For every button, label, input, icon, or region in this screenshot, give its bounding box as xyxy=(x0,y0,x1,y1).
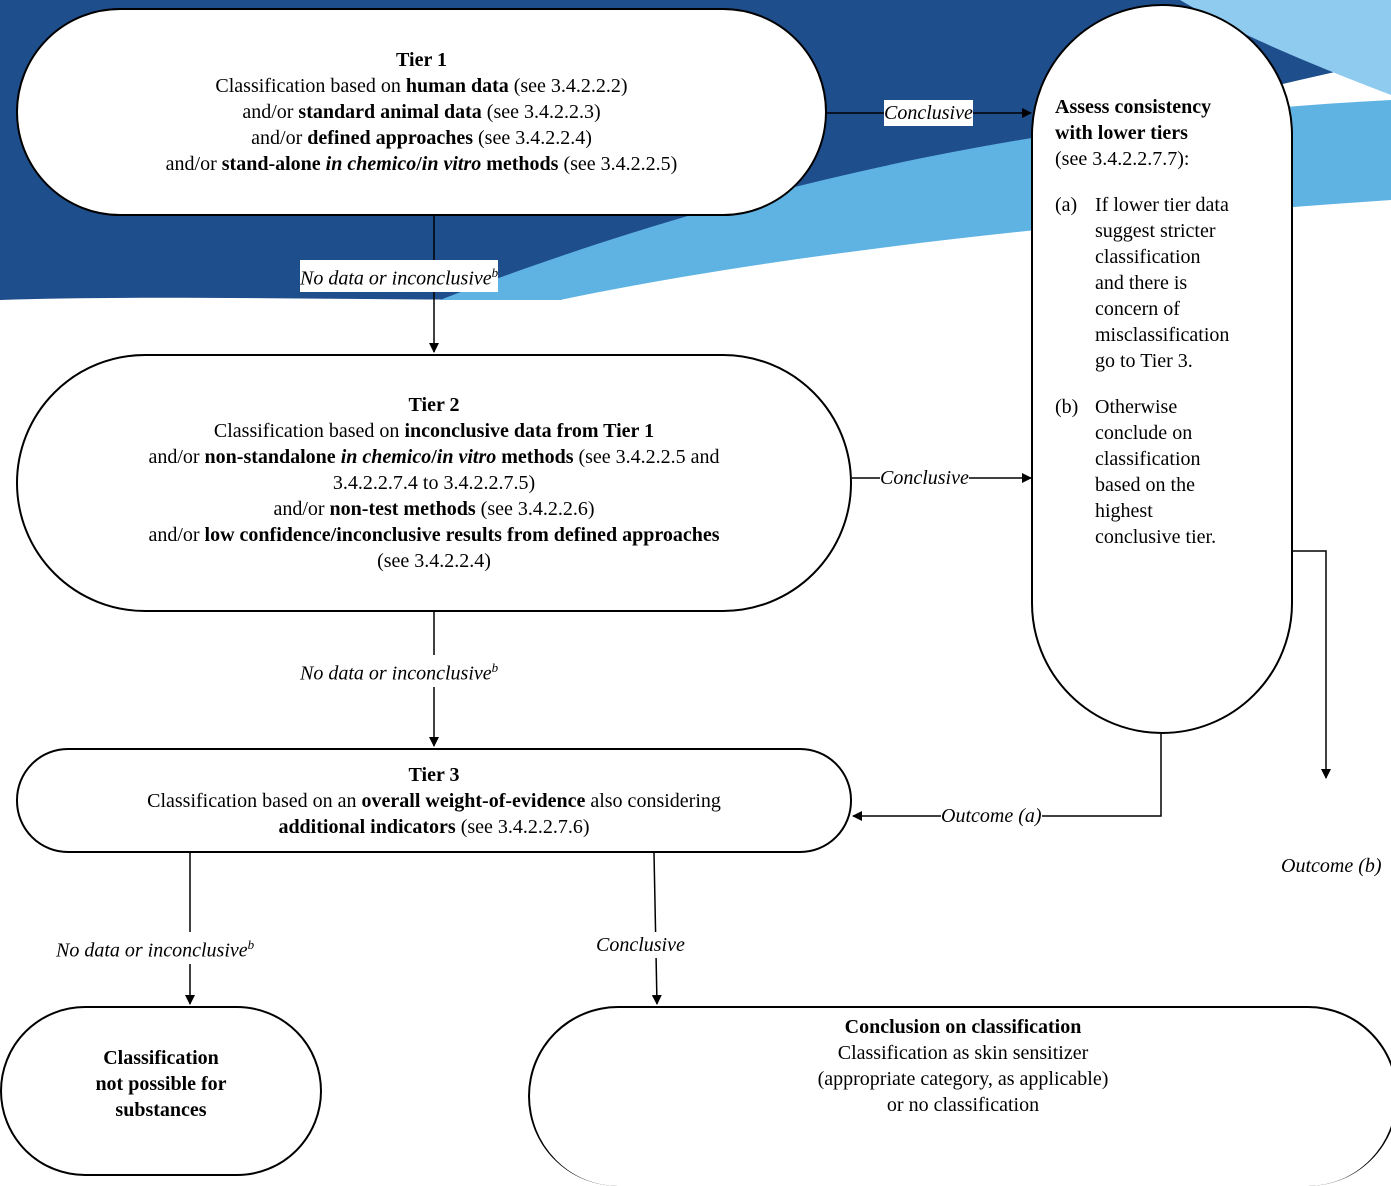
tier2-line2: and/or non-standalone in chemico/in vitr… xyxy=(148,446,720,468)
assess-b-line: Otherwise xyxy=(1095,396,1178,418)
tier3-line2: additional indicators (see 3.4.2.2.7.6) xyxy=(278,815,590,838)
not-possible-line: not possible for xyxy=(95,1073,227,1095)
assess-b-line: classification xyxy=(1095,448,1201,470)
assess-a-line: and there is xyxy=(1095,272,1188,294)
tier1-line3: and/or defined approaches (see 3.4.2.2.4… xyxy=(251,127,592,149)
tier1-line4: and/or stand-alone in chemico/in vitro m… xyxy=(165,153,678,175)
label-nodata-tier3: No data or inconclusiveb xyxy=(56,932,255,964)
tier2-line4: and/or non-test methods (see 3.4.2.2.6) xyxy=(273,498,595,520)
assess-a-line: go to Tier 3. xyxy=(1095,350,1193,372)
tier1-line1: Classification based on human data (see … xyxy=(215,75,628,97)
tier3-line1: Classification based on an overall weigh… xyxy=(147,789,721,812)
tier2-line5: and/or low confidence/inconclusive resul… xyxy=(148,524,720,546)
tier2-line6: (see 3.4.2.2.4) xyxy=(377,550,491,572)
conclusion-line: or no classification xyxy=(886,1094,1040,1116)
assess-b-line: conclusive tier. xyxy=(1095,526,1217,548)
assess-b-line: conclude on xyxy=(1095,422,1193,444)
assess-item-b-tag: (b) xyxy=(1055,396,1079,418)
tier2-line1: Classification based on inconclusive dat… xyxy=(213,420,655,442)
assess-a-line: classification xyxy=(1095,246,1201,268)
conclusion-title: Conclusion on classification xyxy=(844,1016,1082,1038)
tier2-line3: 3.4.2.2.7.4 to 3.4.2.2.7.5) xyxy=(332,472,536,494)
tier3-node: Tier 3 Classification based on an overal… xyxy=(16,748,852,853)
label-conclusive-tier1: Conclusive xyxy=(884,100,973,126)
assess-a-line: misclassification xyxy=(1095,324,1230,346)
arrow-outcome-b xyxy=(1293,550,1331,779)
assess-title-2: with lower tiers xyxy=(1055,122,1188,144)
assess-title-1: Assess consistency xyxy=(1055,96,1212,118)
assess-consistency-node: Assess consistency with lower tiers (see… xyxy=(1031,4,1293,734)
label-conclusive-tier3: Conclusive xyxy=(596,932,685,958)
conclusion-line: (appropriate category, as applicable) xyxy=(817,1068,1109,1090)
label-nodata-tier2: No data or inconclusiveb xyxy=(300,655,499,687)
assess-a-line: If lower tier data xyxy=(1095,194,1229,216)
assess-item-a: (a) If lower tier data suggest stricter … xyxy=(1055,192,1229,374)
tier1-title: Tier 1 xyxy=(396,49,447,71)
assess-b-line: based on the xyxy=(1095,474,1195,496)
assess-ref: (see 3.4.2.2.7.7): xyxy=(1055,148,1190,170)
assess-a-line: suggest stricter xyxy=(1095,220,1216,242)
assess-item-a-tag: (a) xyxy=(1055,194,1078,216)
conclusion-text: Conclusion on classification Classificat… xyxy=(528,1014,1391,1118)
not-possible-line: Classification xyxy=(103,1047,219,1069)
not-possible-node: Classification not possible for substanc… xyxy=(0,1006,322,1176)
label-outcome-a: Outcome (a) xyxy=(941,803,1042,829)
tier2-node: Tier 2 Classification based on inconclus… xyxy=(16,354,852,612)
assess-a-line: concern of xyxy=(1095,298,1180,320)
label-conclusive-tier2: Conclusive xyxy=(880,465,969,491)
label-outcome-b: Outcome (b) xyxy=(1281,853,1382,879)
assess-item-b: (b) Otherwise conclude on classification… xyxy=(1055,394,1216,550)
tier1-node: Tier 1 Classification based on human dat… xyxy=(16,8,827,216)
not-possible-line: substances xyxy=(115,1099,207,1121)
tier3-title: Tier 3 xyxy=(408,763,460,786)
tier2-title: Tier 2 xyxy=(408,394,460,416)
tier1-line2: and/or standard animal data (see 3.4.2.2… xyxy=(242,101,601,123)
arrow-conclusive-down xyxy=(651,852,662,1005)
conclusion-node xyxy=(528,1006,1391,1186)
conclusion-line: Classification as skin sensitizer xyxy=(837,1042,1089,1064)
assess-b-line: highest xyxy=(1095,500,1153,522)
label-nodata-tier1: No data or inconclusiveb xyxy=(300,260,499,292)
